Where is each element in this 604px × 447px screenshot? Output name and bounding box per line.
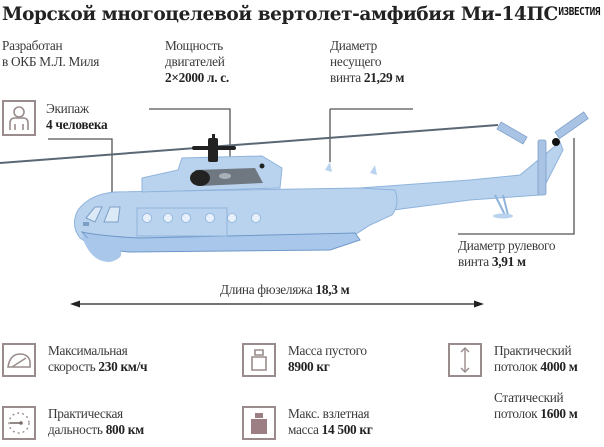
fuselage-length-arrow — [70, 300, 484, 308]
tail-rotor — [496, 111, 589, 196]
range-dial-icon — [2, 406, 36, 440]
spec-static-ceiling: Статический потолок 1600 м — [494, 390, 578, 421]
person-icon — [2, 100, 36, 136]
ceiling-arrow-icon — [448, 343, 482, 377]
engine-power-callout: Мощность двигателей 2×2000 л. с. — [165, 38, 229, 85]
tail-rotor-value: 3,91 м — [491, 254, 526, 269]
empty-weight-icon — [242, 343, 276, 377]
tail-boom — [359, 141, 564, 214]
spec-max-takeoff-weight: Макс. взлетная масса 14 500 кг — [242, 406, 373, 440]
spec-empty-weight: Масса пустого 8900 кг — [242, 343, 367, 377]
main-rotor-blade — [0, 124, 499, 164]
rotor-hub — [192, 134, 236, 162]
developer-callout: Разработан в ОКБ М.Л. Миля — [2, 38, 100, 69]
infographic-title: Морской многоцелевой вертолет-амфибия Ми… — [2, 4, 558, 25]
fuselage-length-value: 18,3 м — [315, 282, 350, 297]
portholes — [142, 213, 261, 223]
max-weight-icon — [242, 406, 276, 440]
main-rotor-callout: Диаметр несущего винта 21,29 м — [330, 38, 405, 85]
spec-max-speed: Максимальная скорость 230 км/ч — [2, 343, 147, 377]
brand-logo: ИЗВЕСТИЯ — [558, 5, 600, 18]
crew-callout: Экипаж 4 человека — [2, 100, 108, 136]
spec-range: Практическая дальность 800 км — [2, 406, 144, 440]
spec-service-ceiling: Практический потолок 4000 м — [448, 343, 578, 377]
tail-rotor-callout: Диаметр рулевого винта 3,91 м — [458, 238, 556, 269]
speedometer-icon — [2, 343, 36, 377]
main-rotor-value: 21,29 м — [363, 70, 405, 85]
engine-power-value: 2×2000 л. с. — [165, 70, 229, 85]
fuselage-length-label: Длина фюзеляжа 18,3 м — [220, 282, 350, 297]
crew-value: 4 человека — [46, 117, 108, 132]
